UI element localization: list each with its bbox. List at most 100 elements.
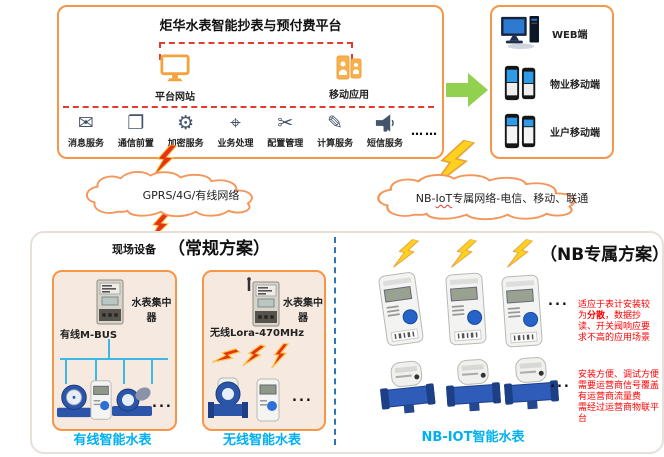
business-icon: ⌖ [230, 112, 241, 134]
lightning-icon [392, 238, 420, 268]
platform-connector [159, 42, 353, 60]
mobile-phones-icon [336, 55, 362, 80]
nb-note1-pre: 适应于表计安装较为 [578, 300, 651, 321]
service-comm-front: ❐ 通信前置 [113, 113, 159, 149]
cloud-gprs: GPRS/4G/有线网络 [85, 170, 297, 220]
field-title-paren: （常规方案） [168, 239, 270, 259]
nb-note2: 安装方便、调试方便 需要运营商信号覆盖 有运营商流量费 需经过运营商物联平台 [578, 370, 664, 425]
service-label: 业务处理 [217, 139, 254, 149]
wireless-concentrator-label: 水表集中器 [283, 298, 323, 324]
megaphone-icon [376, 114, 395, 132]
water-meter-icon [208, 377, 248, 418]
cloud-nbiot: NB-IoT专属网络-电信、移动、联通 [376, 173, 628, 223]
nb-note1: 适应于表计安装较为分散，数据抄读、开关阀响应要求不高的应用场景 [578, 300, 658, 344]
cloud-gprs-label: GPRS/4G/有线网络 [142, 189, 240, 202]
services-row: ✉ 消息服务 ❐ 通信前置 ⚙ 加密服务 ⌖ 业务处理 ✂ 配置管理 ✎ 计算服… [63, 113, 408, 149]
service-label: 短信服务 [366, 139, 403, 149]
platform-box: 炬华水表智能抄表与预付费平台 平台网站 移动应用 [57, 5, 444, 159]
message-icon: ✉ [78, 112, 94, 134]
nb-title: （NB专属方案） [540, 245, 664, 265]
platform-divider [63, 106, 434, 108]
desktop-icon [501, 15, 539, 50]
nb-note2-line: 有运营商流量费 [578, 392, 642, 402]
water-meter-icon [57, 384, 91, 418]
wired-caption: 有线智能水表 [73, 433, 152, 448]
nb-meter-icon [501, 274, 543, 348]
section-divider [334, 237, 336, 445]
cloud-icon [86, 171, 253, 218]
service-compute: ✎ 计算服务 [312, 113, 358, 149]
service-message: ✉ 消息服务 [63, 113, 109, 149]
service-label: 通信前置 [117, 139, 154, 149]
concentrator-icon [96, 279, 124, 325]
client-web: WEB端 [500, 15, 587, 51]
lightning-icon [242, 344, 267, 367]
service-label: 消息服务 [67, 139, 104, 149]
service-label: 计算服务 [317, 139, 354, 149]
lightning-icon [152, 144, 178, 177]
phones-icon [504, 113, 536, 149]
monitor-icon [160, 54, 190, 82]
service-config: ✂ 配置管理 [262, 113, 308, 149]
nb-valve-meter-icon [445, 359, 502, 412]
cloud-nbiot-pre: NB- [415, 192, 436, 205]
nb-note1-em: 分散 [587, 311, 606, 321]
wireless-caption: 无线智能水表 [222, 433, 301, 448]
nb-meter-icon [378, 272, 424, 346]
remote-meter-icon [256, 378, 280, 422]
cloud-icon [377, 174, 576, 221]
lightning-icon [211, 348, 241, 363]
wireless-concentrator-icon [247, 277, 280, 327]
nb-caption: NB-IOT智能水表 [421, 430, 525, 445]
bus-line [123, 360, 125, 384]
service-label: 加密服务 [167, 139, 204, 149]
bus-line [95, 360, 97, 384]
platform-mobile-label: 移动应用 [329, 90, 369, 101]
client-tenant-label: 业户移动端 [550, 127, 600, 139]
cloud-nbiot-label: NB-IoT专属网络-电信、移动、联通 [376, 190, 628, 206]
more-dots: ... [292, 390, 313, 405]
service-sms: 短信服务 [362, 113, 408, 149]
lightning-icon [450, 238, 478, 268]
bus-line [65, 360, 67, 384]
remote-meter-icon [90, 380, 112, 420]
nb-note1-post: ，数据抄读、开关阀响应要求不高的应用场景 [578, 311, 651, 343]
platform-title: 炬华水表智能抄表与预付费平台 [159, 19, 342, 34]
more-dots: ... [548, 294, 569, 309]
lightning-icon [506, 238, 534, 268]
nb-meter-icon [445, 272, 487, 346]
bus-line [151, 360, 153, 384]
encryption-icon: ⚙ [177, 112, 195, 134]
client-web-label: WEB端 [552, 29, 588, 41]
wired-subbox: 水表集中器 有线M-BUS ... [52, 270, 177, 431]
bus-line [108, 339, 110, 358]
nb-note2-line: 安装方便、调试方便 [578, 370, 660, 380]
platform-mobile: 移动应用 [317, 54, 381, 101]
client-box: WEB端 物业移动端 业户移动端 [490, 5, 614, 159]
nb-valve-meter-icon [380, 360, 436, 414]
services-more-dots: …… [411, 124, 439, 138]
config-icon: ✂ [277, 112, 294, 134]
nb-valve-meter-icon [503, 357, 560, 410]
bus-line [60, 358, 168, 360]
cloud-nbiot-post: 专属网络-电信、移动、联通 [452, 192, 589, 205]
wireless-subbox: 水表集中器 无线Lora-470MHz ... [202, 270, 326, 431]
nb-note2-line: 需要运营商信号覆盖 [578, 381, 660, 391]
wired-bus-label: 有线M-BUS [60, 330, 118, 341]
client-tenant: 业户移动端 [502, 111, 600, 151]
nb-note2-line: 需经过运营商物联平台 [578, 403, 660, 424]
green-arrow-icon [446, 73, 488, 107]
more-dots: ... [152, 396, 173, 411]
platform-website: 平台网站 [145, 54, 205, 103]
client-property-label: 物业移动端 [550, 79, 600, 91]
lightning-icon [271, 342, 290, 369]
compute-icon: ✎ [327, 112, 344, 134]
service-business: ⌖ 业务处理 [212, 113, 258, 149]
more-dots: ... [550, 376, 571, 391]
wireless-bus-label: 无线Lora-470MHz [210, 328, 305, 339]
service-label: 配置管理 [267, 139, 304, 149]
wired-concentrator-label: 水表集中器 [131, 298, 172, 324]
service-encryption: ⚙ 加密服务 [163, 113, 209, 149]
phones-icon [504, 65, 536, 101]
